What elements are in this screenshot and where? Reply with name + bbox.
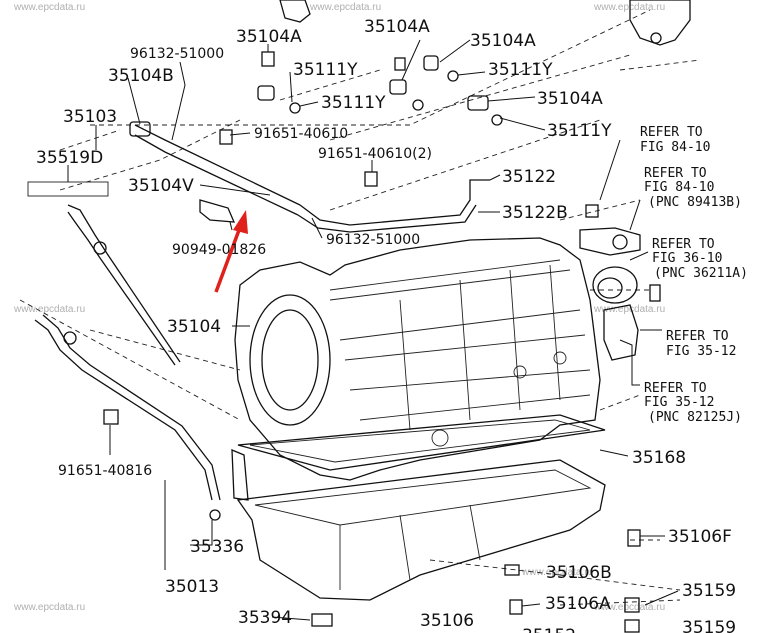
top-bracket xyxy=(279,0,311,23)
watermark-6: www.epcdata.ru xyxy=(13,602,85,613)
dashed-guide-lines xyxy=(19,9,701,606)
right-bolts xyxy=(311,204,661,633)
label-35159-2: 35159 xyxy=(682,618,736,633)
highlight-arrow xyxy=(214,210,248,293)
watermark-2: www.epcdata.ru xyxy=(309,2,381,13)
extension-housing xyxy=(592,266,638,304)
refer-note-1: REFER TO FIG 84-10 xyxy=(640,125,710,155)
plug-bolts xyxy=(219,51,503,187)
label-35106: 35106 xyxy=(420,611,474,631)
watermark-1: www.epcdata.ru xyxy=(13,2,85,13)
svg-text:REFER TO: REFER TO xyxy=(644,166,707,181)
watermark-4: www.epcdata.ru xyxy=(13,304,85,315)
breather-hose xyxy=(129,121,490,233)
refer-note-3: REFER TO FIG 36-10 (PNC 36211A) xyxy=(652,237,748,281)
svg-text:(PNC 82125J): (PNC 82125J) xyxy=(648,410,742,425)
label-35106F: 35106F xyxy=(668,527,732,547)
svg-text:FIG 36-10: FIG 36-10 xyxy=(652,251,722,266)
label-35336: 35336 xyxy=(190,537,244,557)
watermark-5: www.epcdata.ru xyxy=(593,304,665,315)
connector-clamp xyxy=(199,199,236,223)
solenoid-sensor xyxy=(603,304,639,361)
label-91651-40610-2: 91651-40610(2) xyxy=(318,146,432,162)
svg-text:REFER TO: REFER TO xyxy=(652,237,715,252)
refer-note-5: REFER TO FIG 35-12 (PNC 82125J) xyxy=(644,381,742,425)
label-35111Y-2: 35111Y xyxy=(488,60,553,80)
dipstick-tube xyxy=(34,314,249,521)
label-35103: 35103 xyxy=(63,107,117,127)
label-35106B: 35106B xyxy=(546,563,612,583)
label-35104A-3: 35104A xyxy=(470,31,536,51)
watermark-8: www.epcdata.ru xyxy=(593,602,665,613)
svg-text:FIG 84-10: FIG 84-10 xyxy=(640,140,710,155)
oil-pan-gasket xyxy=(237,414,606,471)
transmission-case xyxy=(234,237,601,481)
label-35104A-2: 35104A xyxy=(364,17,430,37)
top-right-mount xyxy=(629,0,691,46)
label-plate xyxy=(27,181,109,197)
label-35122B: 35122B xyxy=(502,203,568,223)
label-90949-01826: 90949-01826 xyxy=(172,242,266,258)
label-35168: 35168 xyxy=(632,448,686,468)
watermark-3: www.epcdata.ru xyxy=(593,2,665,13)
label-91651-40816: 91651-40816 xyxy=(58,463,152,479)
label-35122: 35122 xyxy=(502,167,556,187)
svg-text:FIG 84-10: FIG 84-10 xyxy=(644,180,714,195)
label-91651-40610: 91651-40610 xyxy=(254,126,348,142)
svg-text:(PNC 36211A): (PNC 36211A) xyxy=(654,266,748,281)
refer-note-4: REFER TO FIG 35-12 xyxy=(666,329,736,359)
svg-text:REFER TO: REFER TO xyxy=(644,381,707,396)
svg-text:REFER TO: REFER TO xyxy=(640,125,703,140)
label-35013: 35013 xyxy=(165,577,219,597)
speed-sensor xyxy=(579,227,641,256)
label-96132-51000-bottom: 96132-51000 xyxy=(326,232,420,248)
svg-text:FIG 35-12: FIG 35-12 xyxy=(644,395,714,410)
label-35104A-1: 35104A xyxy=(236,27,302,47)
label-35152: 35152 xyxy=(522,626,576,633)
svg-text:(PNC 89413B): (PNC 89413B) xyxy=(648,195,742,210)
label-35104A-4: 35104A xyxy=(537,89,603,109)
svg-text:REFER TO: REFER TO xyxy=(666,329,729,344)
label-35106A: 35106A xyxy=(545,594,611,614)
label-35111Y-4: 35111Y xyxy=(547,121,612,141)
label-35104V: 35104V xyxy=(128,176,194,196)
oil-pan xyxy=(236,459,606,601)
svg-text:FIG 35-12: FIG 35-12 xyxy=(666,344,736,359)
dipstick xyxy=(27,181,181,366)
label-35159-1: 35159 xyxy=(682,581,736,601)
label-35111Y-3: 35111Y xyxy=(321,93,386,113)
label-35104B: 35104B xyxy=(108,66,174,86)
label-35519D: 35519D xyxy=(36,148,103,168)
refer-note-2: REFER TO FIG 84-10 (PNC 89413B) xyxy=(644,166,742,210)
label-35111Y-1: 35111Y xyxy=(293,60,358,80)
label-35104: 35104 xyxy=(167,317,221,337)
label-35394: 35394 xyxy=(238,608,292,628)
watermark-7: www.epcdata.ru xyxy=(521,567,593,578)
label-96132-51000-top: 96132-51000 xyxy=(130,46,224,62)
leader-lines xyxy=(67,39,679,621)
